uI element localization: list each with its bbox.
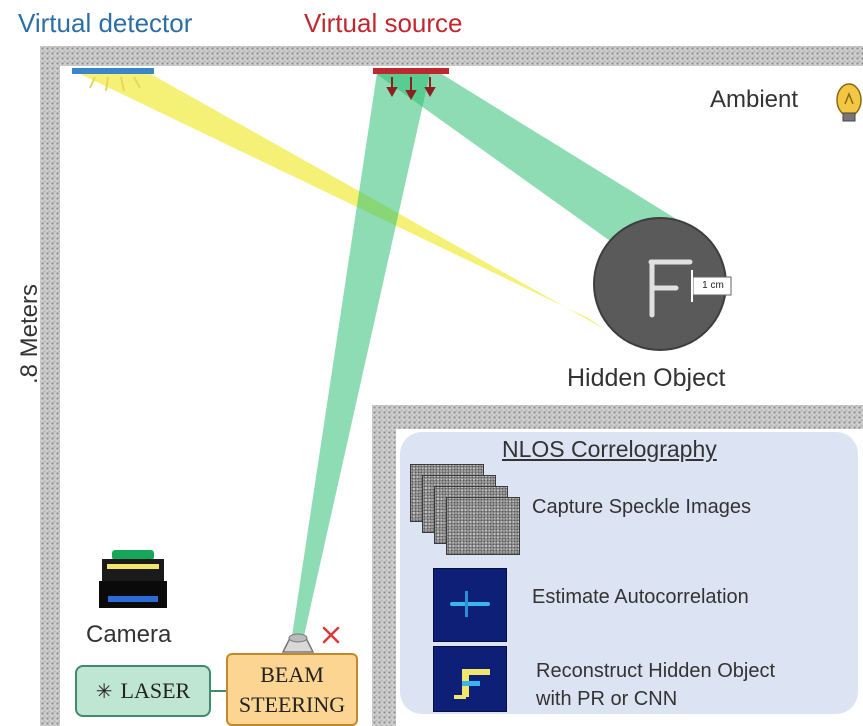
panel-title: NLOS Correlography	[502, 436, 717, 462]
meters-label: .8 Meters	[16, 283, 43, 385]
beam-steering-box: BEAM STEERING	[226, 653, 358, 726]
step-capture-label: Capture Speckle Images	[532, 496, 752, 518]
letter-f-icon	[648, 259, 693, 318]
laser-beam	[292, 73, 430, 636]
bottom-right-wall-left	[372, 405, 396, 726]
source-arrows-icon	[386, 77, 436, 101]
hidden-object-disk	[594, 218, 726, 350]
autocorrelation-icon	[433, 568, 507, 642]
left-wall	[40, 46, 60, 726]
top-wall	[40, 46, 863, 66]
step-autocorrelation-label: Estimate Autocorrelation	[532, 586, 749, 608]
laser-connector	[211, 690, 227, 692]
virtual-source-bar	[373, 68, 449, 74]
virtual-detector-label: Virtual detector	[18, 8, 193, 38]
ambient-label: Ambient	[710, 86, 799, 113]
steering-mirror-icon	[281, 633, 315, 653]
detector-rays-icon	[89, 76, 141, 92]
hidden-object-label: Hidden Object	[567, 364, 726, 392]
nlos-correlography-panel: NLOS Correlography Capture Speckle Image…	[400, 432, 858, 714]
virtual-source-label: Virtual source	[304, 8, 463, 38]
camera-icon	[99, 550, 167, 608]
virtual-detector-bar	[72, 68, 154, 74]
scale-label: 1 cm	[702, 280, 724, 291]
step-reconstruct-label-2: with PR or CNN	[536, 688, 678, 710]
reconstruction-icon	[433, 646, 507, 712]
step-reconstruct-label-1: Reconstruct Hidden Object	[536, 660, 776, 682]
source-illumination-beam	[375, 73, 678, 248]
bottom-right-wall-top	[372, 405, 863, 429]
speckle-stack-icon	[410, 464, 522, 558]
beam-steering-line1: BEAM	[260, 661, 324, 687]
close-icon	[322, 626, 340, 644]
beam-steering-line2: STEERING	[238, 691, 346, 717]
camera-label: Camera	[86, 621, 172, 648]
laser-label: LASER	[120, 678, 191, 703]
laser-icon: ✳	[95, 680, 113, 703]
ambient-bulb-icon	[836, 83, 862, 122]
detector-field-of-view	[78, 73, 606, 330]
laser-box: ✳ LASER	[75, 665, 211, 717]
